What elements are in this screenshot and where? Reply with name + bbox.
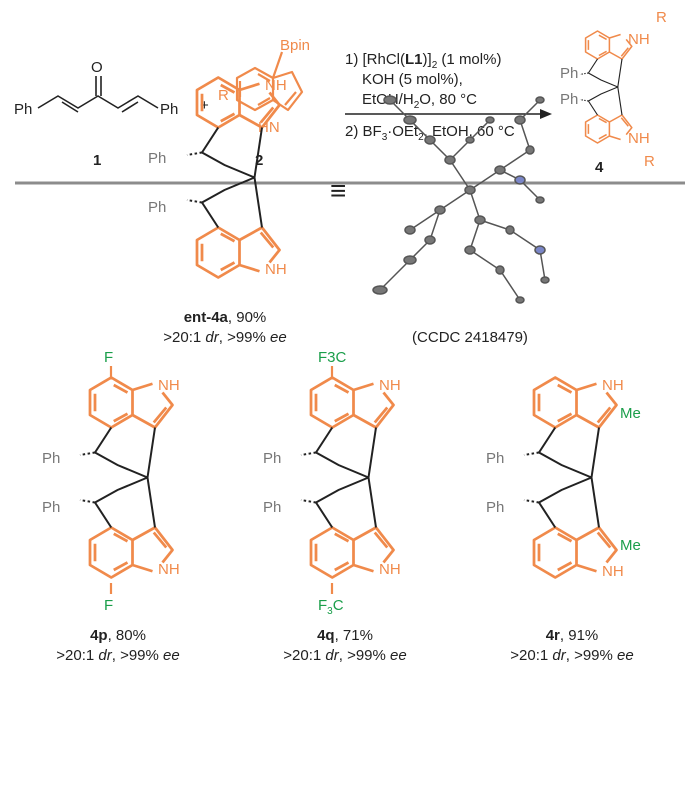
product-4-number: 4	[595, 159, 604, 176]
nh-top-label: NH	[379, 377, 401, 394]
cf3-top-label: F3C	[318, 349, 347, 366]
ph-bottom-label: Ph	[148, 199, 166, 216]
compound-1-number: 1	[93, 152, 101, 169]
4p-caption: 4p, 80%	[90, 627, 146, 644]
nh-bottom-label: NH	[628, 130, 650, 147]
compound-4p: F Ph Ph NH NH F 4p, 80% >20:1 dr, >99% e…	[42, 349, 180, 664]
ent-4a-caption: ent-4a, 90%	[184, 309, 267, 326]
condition-step-1: 1) [RhCl(L1)]2 (1 mol%)	[345, 51, 501, 71]
nh-top-label: NH	[265, 77, 287, 94]
ph-bottom-label: Ph	[486, 499, 504, 516]
ph-top-label: Ph	[148, 150, 166, 167]
4q-caption: 4q, 71%	[317, 627, 373, 644]
crystal-structure-image	[372, 95, 550, 304]
ph-bottom-label: Ph	[560, 91, 578, 108]
ph-top-label: Ph	[560, 65, 578, 82]
ph-bottom-label: Ph	[263, 499, 281, 516]
ph-top-label: Ph	[263, 450, 281, 467]
4p-selectivity: >20:1 dr, >99% ee	[56, 647, 179, 664]
compound-ent-4a: Ph Ph NH NH ent-4a, 90% >20:1 dr, >99% e…	[148, 77, 287, 346]
plus-sign: +	[200, 97, 209, 114]
equivalence-sign: ≡	[330, 175, 346, 206]
product-4-structure	[580, 31, 632, 143]
compound-4r: Ph Ph NH Me Me NH 4r, 91% >20:1 dr, >99%…	[486, 377, 641, 664]
4r-selectivity: >20:1 dr, >99% ee	[510, 647, 633, 664]
4p-structure	[80, 378, 173, 578]
4q-selectivity: >20:1 dr, >99% ee	[283, 647, 406, 664]
condition-solvent: EtOH/H2O, 80 °C	[362, 91, 477, 111]
4q-structure	[301, 378, 394, 578]
ph-top-label: Ph	[42, 450, 60, 467]
nh-top-label: NH	[628, 31, 650, 48]
double-bonds	[61, 101, 139, 113]
ph-bottom-label: Ph	[42, 499, 60, 516]
fluoro-bottom-label: F	[104, 597, 113, 614]
4r-structure	[524, 378, 617, 578]
compound-1: Ph O Ph 1	[14, 59, 178, 169]
ent-4a-selectivity: >20:1 dr, >99% ee	[163, 329, 286, 346]
r-top-label: R	[656, 9, 667, 26]
hn-label: HN	[258, 119, 280, 136]
fluoro-top-label: F	[104, 349, 113, 366]
nh-top-label: NH	[158, 377, 180, 394]
ph-top-label: Ph	[486, 450, 504, 467]
nh-bottom-label: NH	[379, 561, 401, 578]
methyl-bottom-label: Me	[620, 537, 641, 554]
condition-base: KOH (5 mol%),	[362, 71, 463, 88]
compound-2: Bpin R HN 2	[218, 37, 310, 169]
nh-top-label: NH	[602, 377, 624, 394]
ccdc-label: (CCDC 2418479)	[412, 329, 528, 346]
ph-left-label: Ph	[14, 101, 32, 118]
oxygen-label: O	[91, 59, 103, 76]
nh-bottom-label: NH	[602, 563, 624, 580]
r-bottom-label: R	[644, 153, 655, 170]
product-4: R NH Ph Ph NH R 4	[560, 9, 667, 176]
compound-4q: F3C Ph Ph NH NH F3C 4q, 71% >20:1 dr, >9…	[263, 349, 407, 664]
bpin-label: Bpin	[280, 37, 310, 54]
arrow-head	[540, 109, 552, 119]
reaction-conditions: 1) [RhCl(L1)]2 (1 mol%) KOH (5 mol%), Et…	[345, 51, 552, 143]
condition-step-2: 2) BF3·OEt2, EtOH, 60 °C	[345, 123, 515, 143]
r-label: R	[218, 87, 229, 104]
methyl-top-label: Me	[620, 405, 641, 422]
4r-caption: 4r, 91%	[546, 627, 599, 644]
compound-2-number: 2	[255, 152, 263, 169]
carbonyl	[95, 76, 102, 96]
dienone-skeleton	[37, 95, 159, 109]
nh-bottom-label: NH	[158, 561, 180, 578]
cf3-bottom-label: F3C	[318, 597, 344, 617]
ent-4a-structure	[187, 78, 280, 278]
nh-bottom-label: NH	[265, 261, 287, 278]
ph-right-label: Ph	[160, 101, 178, 118]
